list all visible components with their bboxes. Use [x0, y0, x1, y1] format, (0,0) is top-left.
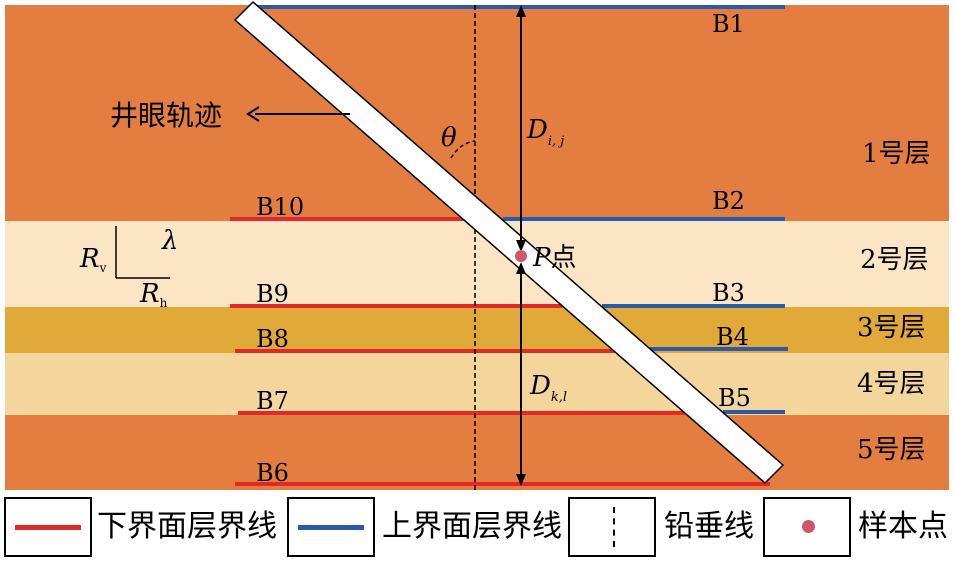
theta-label: θ [441, 123, 457, 153]
theta-angle-arc [450, 140, 476, 159]
boundary-label-b8: B8 [256, 325, 289, 353]
legend-sample-point-swatch [763, 497, 851, 557]
layer-label-2: 2号层 [860, 245, 929, 275]
layer-3-band [5, 307, 949, 353]
layer-label-3: 3号层 [857, 313, 926, 343]
layer-4-band [5, 353, 949, 415]
boundary-label-b4: B4 [716, 323, 749, 351]
boundary-label-b9: B9 [256, 280, 289, 308]
legend-lower-boundary-swatch [4, 497, 92, 557]
lower-boundary-line-icon [15, 525, 81, 530]
boundary-label-b7: B7 [256, 387, 289, 415]
d-ij-label: Di, j [526, 115, 564, 149]
distance-arrow-dkl [516, 262, 526, 486]
layer-label-5: 5号层 [857, 435, 926, 465]
lower-boundary-lines [230, 217, 770, 486]
distance-arrow-dij [516, 5, 526, 252]
vertical-dashed-line-icon [613, 507, 615, 547]
layer-2-band [5, 221, 949, 307]
rv-label: Rv [79, 244, 107, 275]
rh-label: Rh [139, 279, 168, 310]
legend-vertical-line-swatch [568, 497, 656, 557]
layer-label-4: 4号层 [857, 369, 926, 399]
legend-sample-point-label: 样本点 [858, 509, 948, 544]
boundary-label-b5: B5 [718, 384, 751, 412]
boundary-label-b2: B2 [712, 187, 745, 215]
wellbore-label: 井眼轨迹 [110, 99, 222, 132]
upper-boundary-line-icon [298, 525, 364, 530]
wellbore-trajectory [233, 0, 785, 485]
legend-upper-boundary-swatch [287, 497, 375, 557]
boundary-label-b10: B10 [256, 193, 304, 221]
stratigraphic-diagram: θ 井眼轨迹 Di, j Dk,l P点 Rv Rh λ B1 B2 B3 B4… [5, 0, 949, 490]
legend-upper-boundary-label: 上界面层界线 [382, 509, 562, 544]
legend-vertical-line-label: 铅垂线 [664, 509, 754, 544]
boundary-label-b1: B1 [712, 10, 745, 38]
sample-point-dot-icon [802, 520, 815, 533]
layer-1-band [5, 5, 949, 221]
wellbore-label-arrowhead [246, 106, 260, 122]
boundary-label-b3: B3 [712, 279, 745, 307]
p-point-label: P点 [532, 243, 577, 273]
layer-label-1: 1号层 [862, 139, 931, 169]
sample-point-p [515, 250, 527, 262]
d-kl-label: Dk,l [529, 371, 567, 405]
boundary-label-b6: B6 [256, 459, 289, 487]
layer-5-band [5, 415, 949, 490]
lambda-label: λ [161, 226, 178, 256]
upper-boundary-lines [250, 5, 788, 414]
legend-lower-boundary-label: 下界面层界线 [97, 509, 277, 544]
